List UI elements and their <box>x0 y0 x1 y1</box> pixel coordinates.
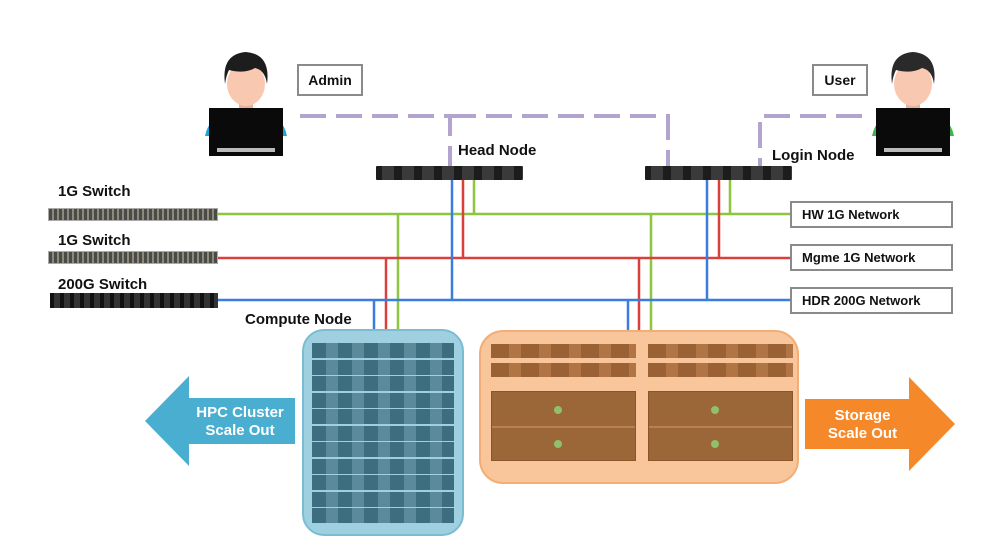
storage-node-large <box>491 391 636 461</box>
storage-node-small <box>648 363 793 377</box>
compute-node-cluster <box>302 329 464 536</box>
compute-node-label: Compute Node <box>245 311 352 328</box>
status-led-icon <box>711 440 719 448</box>
storage-node-small <box>491 344 636 358</box>
hpc-scale-out-line1: HPC Cluster <box>196 404 284 421</box>
compute-node-blade <box>312 475 454 490</box>
left-arrow-icon <box>145 376 295 466</box>
status-led-icon <box>554 406 562 414</box>
storage-node-small <box>491 363 636 377</box>
switch-label-hw: 1G Switch <box>58 183 131 200</box>
admin-actor <box>205 44 287 156</box>
login-node-label: Login Node <box>772 147 855 164</box>
head-node-label: Head Node <box>458 142 537 159</box>
admin-access-link <box>300 114 670 170</box>
hpc-scale-out-line2: Scale Out <box>205 422 275 439</box>
compute-node-blade <box>312 343 454 358</box>
compute-node-blade <box>312 392 454 408</box>
mgmt-network-line <box>218 180 790 330</box>
hdr-200g-switch <box>50 293 218 308</box>
right-arrow-icon <box>805 377 955 471</box>
user-actor <box>872 44 954 156</box>
access-links <box>300 114 862 170</box>
compute-node-blade <box>312 491 454 507</box>
status-led-icon <box>711 406 719 414</box>
compute-node-blade <box>312 409 454 424</box>
compute-node-blade <box>312 442 454 457</box>
storage-scale-out-arrow: Storage Scale Out <box>805 377 955 471</box>
hw-network-line <box>218 180 790 330</box>
compute-node-blade <box>312 425 454 441</box>
storage-node-small <box>648 344 793 358</box>
storage-node-large <box>648 391 793 461</box>
login-node-server <box>645 166 792 180</box>
user-person-icon <box>872 52 954 156</box>
network-box-hw: HW 1G Network <box>790 201 953 228</box>
storage-scale-out-line1: Storage <box>834 407 891 424</box>
user-label: User <box>812 64 868 96</box>
admin-person-icon <box>205 52 287 156</box>
storage-scale-out-line2: Scale Out <box>827 425 898 442</box>
hpc-scale-out-arrow: HPC Cluster Scale Out <box>145 376 295 466</box>
network-box-hdr: HDR 200G Network <box>790 287 953 314</box>
mgmt-1g-switch <box>48 251 218 264</box>
switch-label-hdr: 200G Switch <box>58 276 148 293</box>
status-led-icon <box>554 440 562 448</box>
switch-label-mgmt: 1G Switch <box>58 232 131 249</box>
head-node-server <box>376 166 523 180</box>
compute-node-blade <box>312 359 454 375</box>
hdr-network-line <box>218 180 790 330</box>
network-box-mgmt: Mgme 1G Network <box>790 244 953 271</box>
admin-label: Admin <box>297 64 363 96</box>
storage-cluster <box>479 330 799 484</box>
hw-1g-switch <box>48 208 218 221</box>
compute-node-blade <box>312 376 454 391</box>
compute-node-blade <box>312 458 454 474</box>
compute-node-blade <box>312 508 454 523</box>
